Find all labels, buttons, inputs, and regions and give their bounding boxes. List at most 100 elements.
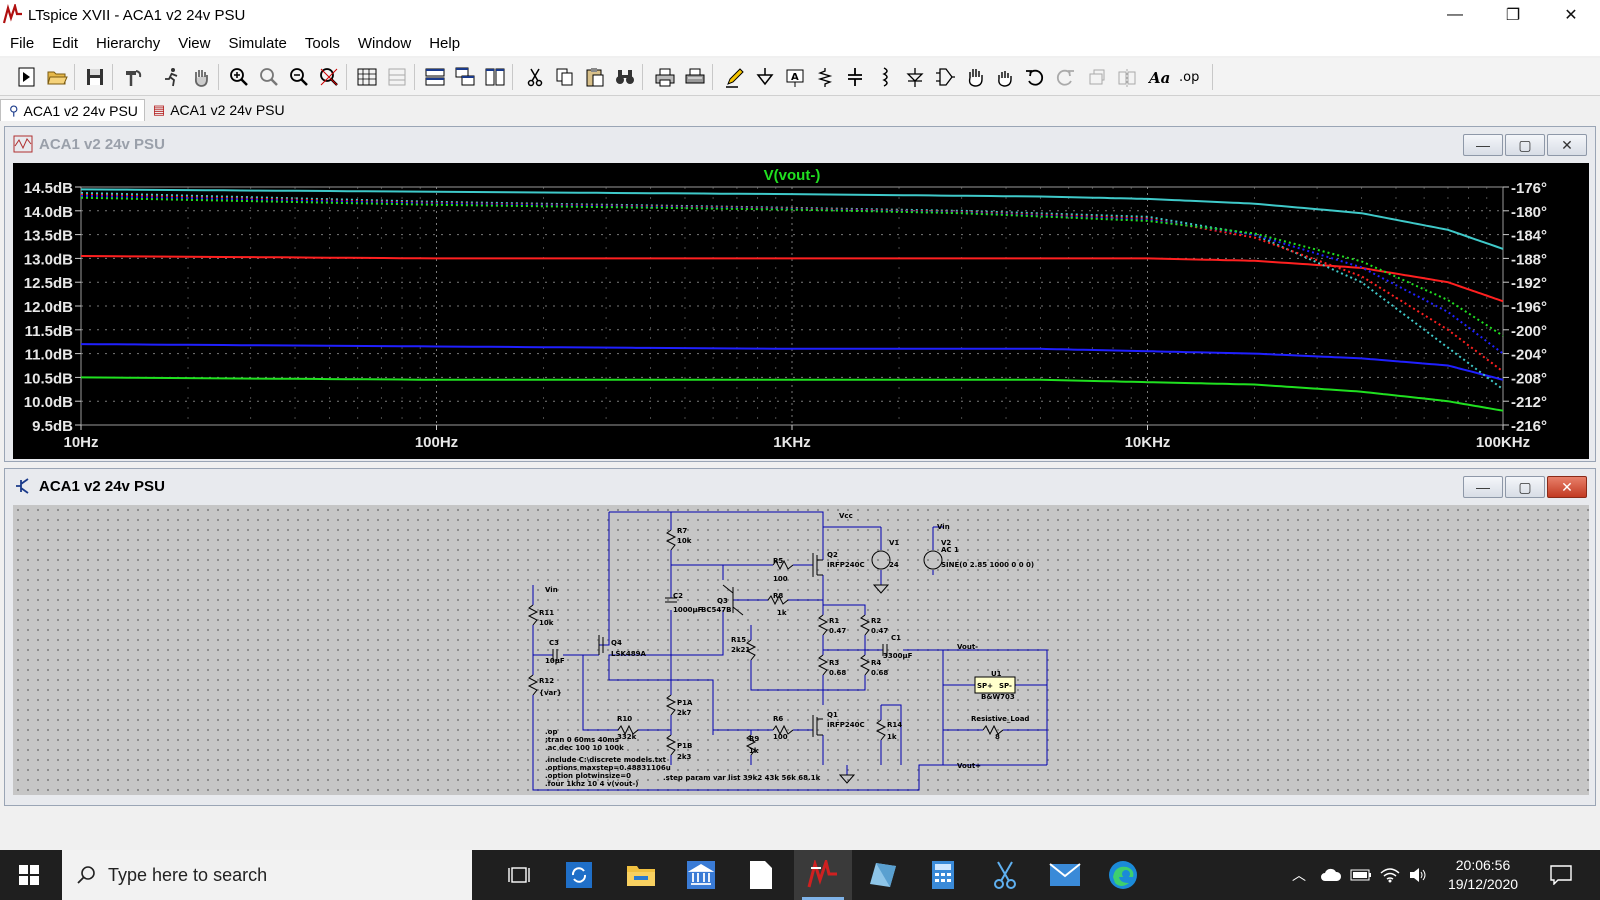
taskbar-app-file-explorer[interactable]	[616, 850, 666, 900]
component-label[interactable]: R1	[829, 617, 839, 625]
component-label[interactable]: 24	[889, 561, 899, 569]
spice-directive[interactable]: .include C:\discrete models.txt	[545, 756, 667, 764]
menu-window[interactable]: Window	[357, 34, 412, 52]
component-label[interactable]: R15	[731, 636, 746, 644]
component-label[interactable]: Q3	[717, 597, 728, 605]
taskbar-app-calculator[interactable]	[918, 850, 968, 900]
waveform-maximize-button[interactable]: ▢	[1505, 134, 1545, 156]
pan-button[interactable]	[256, 64, 282, 90]
component-label[interactable]: 10µF	[545, 657, 565, 665]
menu-simulate[interactable]: Simulate	[228, 34, 287, 52]
component-label[interactable]: B&W703	[981, 693, 1015, 701]
zoom-out-button[interactable]	[286, 64, 312, 90]
schematic-maximize-button[interactable]: ▢	[1505, 476, 1545, 498]
component-label[interactable]: BC547B	[701, 606, 731, 614]
component-label[interactable]: 1000µF	[673, 606, 703, 614]
component-label[interactable]: Vout+	[957, 762, 981, 770]
schematic-drawing[interactable]: VccVinVinVout-Vout+R710kR5100Q2IRFP240CV…	[13, 505, 1589, 795]
component-label[interactable]: C1	[891, 634, 901, 642]
menu-help[interactable]: Help	[429, 34, 461, 52]
component-label[interactable]: IRFP240C	[827, 721, 865, 729]
diode-button[interactable]	[902, 64, 928, 90]
print-button[interactable]	[652, 64, 678, 90]
menu-view[interactable]: View	[178, 34, 211, 52]
component-label[interactable]: 0.47	[829, 627, 846, 635]
component-label[interactable]: SINE(0 2.85 1000 0 0 0)	[941, 561, 1034, 569]
component-label[interactable]: R6	[773, 715, 783, 723]
component-label[interactable]: 0.68	[829, 669, 846, 677]
schematic-close-button[interactable]: ✕	[1547, 476, 1587, 498]
taskbar-app-ltspice[interactable]	[794, 850, 852, 900]
waveform-minimize-button[interactable]: —	[1463, 134, 1503, 156]
spice-directive-button[interactable]: .op	[1176, 64, 1202, 90]
component-label[interactable]: R12	[539, 677, 554, 685]
spice-directive[interactable]: .ac dec 100 10 100k	[545, 744, 624, 752]
move-button[interactable]	[962, 64, 988, 90]
drag-button[interactable]	[992, 64, 1018, 90]
tab-schematic[interactable]: ⚲ ACA1 v2 24v PSU	[0, 99, 145, 121]
save-button[interactable]	[82, 64, 108, 90]
component-label[interactable]: 3300µF	[883, 652, 913, 660]
halt-button[interactable]	[188, 64, 214, 90]
component-label[interactable]: C3	[549, 639, 559, 647]
spice-directive[interactable]: .step param var list 39k2 43k 56k 68.1k	[663, 774, 821, 782]
menu-tools[interactable]: Tools	[304, 34, 340, 52]
spice-directive[interactable]: .op	[545, 728, 557, 736]
component-label[interactable]: 0.68	[871, 669, 888, 677]
component-label[interactable]: R8	[773, 592, 783, 600]
component-label[interactable]: 10k	[677, 537, 692, 545]
component-label[interactable]: Vin	[545, 586, 558, 594]
bode-plot[interactable]: 9.5dB10.0dB10.5dB11.0dB11.5dB12.0dB12.5d…	[13, 163, 1589, 459]
paste-button[interactable]	[582, 64, 608, 90]
component-label[interactable]: 332k	[617, 733, 637, 741]
component-label[interactable]: R7	[677, 527, 687, 535]
component-label[interactable]: R11	[539, 609, 554, 617]
component-label[interactable]: {var}	[539, 689, 562, 697]
component-label[interactable]: U1	[991, 670, 1002, 678]
component-label[interactable]: 100	[773, 575, 788, 583]
taskbar-app-notes[interactable]	[858, 850, 908, 900]
component-label[interactable]: 1k	[887, 733, 897, 741]
waveform-close-button[interactable]: ✕	[1547, 134, 1587, 156]
taskbar-app-snipping-tool[interactable]	[980, 850, 1030, 900]
new-schematic-button[interactable]	[14, 64, 40, 90]
cut-button[interactable]	[522, 64, 548, 90]
component-label[interactable]: R2	[871, 617, 881, 625]
window-minimize-button[interactable]: —	[1447, 6, 1463, 23]
open-button[interactable]	[44, 64, 70, 90]
component-label[interactable]: Q4	[611, 639, 622, 647]
component-label[interactable]: R14	[887, 721, 902, 729]
component-label[interactable]: AC 1	[941, 546, 959, 554]
component-label[interactable]: 2k21	[731, 646, 750, 654]
draw-wire-button[interactable]	[722, 64, 748, 90]
copy-button[interactable]	[552, 64, 578, 90]
rotate-button[interactable]	[1084, 64, 1110, 90]
spice-directive[interactable]: .four 1khz 10 4 v(vout-)	[545, 780, 638, 788]
spice-directive[interactable]: .option plotwinsize=0	[545, 772, 631, 780]
component-label[interactable]: Resistive_Load	[971, 715, 1029, 723]
component-label[interactable]: R3	[829, 659, 839, 667]
component-label[interactable]: Q2	[827, 551, 838, 559]
cascade-button[interactable]	[452, 64, 478, 90]
zoom-fit-button[interactable]	[316, 64, 342, 90]
taskbar-app-sync[interactable]	[554, 850, 604, 900]
component-label[interactable]: 0.47	[871, 627, 888, 635]
taskbar-app-notepad[interactable]	[736, 850, 786, 900]
taskbar-search-box[interactable]: Type here to search	[62, 850, 472, 900]
menu-edit[interactable]: Edit	[52, 34, 79, 52]
component-label[interactable]: Q1	[827, 711, 838, 719]
ground-button[interactable]	[752, 64, 778, 90]
control-panel-button[interactable]	[120, 64, 146, 90]
tab-waveform[interactable]: ▤ ACA1 v2 24v PSU	[145, 99, 291, 121]
component-label[interactable]: Vcc	[839, 512, 853, 520]
taskbar-app-bank[interactable]	[676, 850, 726, 900]
window-close-button[interactable]: ✕	[1564, 7, 1578, 24]
chevron-up-icon[interactable]: ︿	[1292, 867, 1306, 883]
task-view-button[interactable]	[494, 850, 544, 900]
inductor-button[interactable]	[872, 64, 898, 90]
notifications-icon[interactable]	[1550, 865, 1572, 885]
component-label[interactable]: 2k7	[677, 709, 692, 717]
component-button[interactable]	[932, 64, 958, 90]
